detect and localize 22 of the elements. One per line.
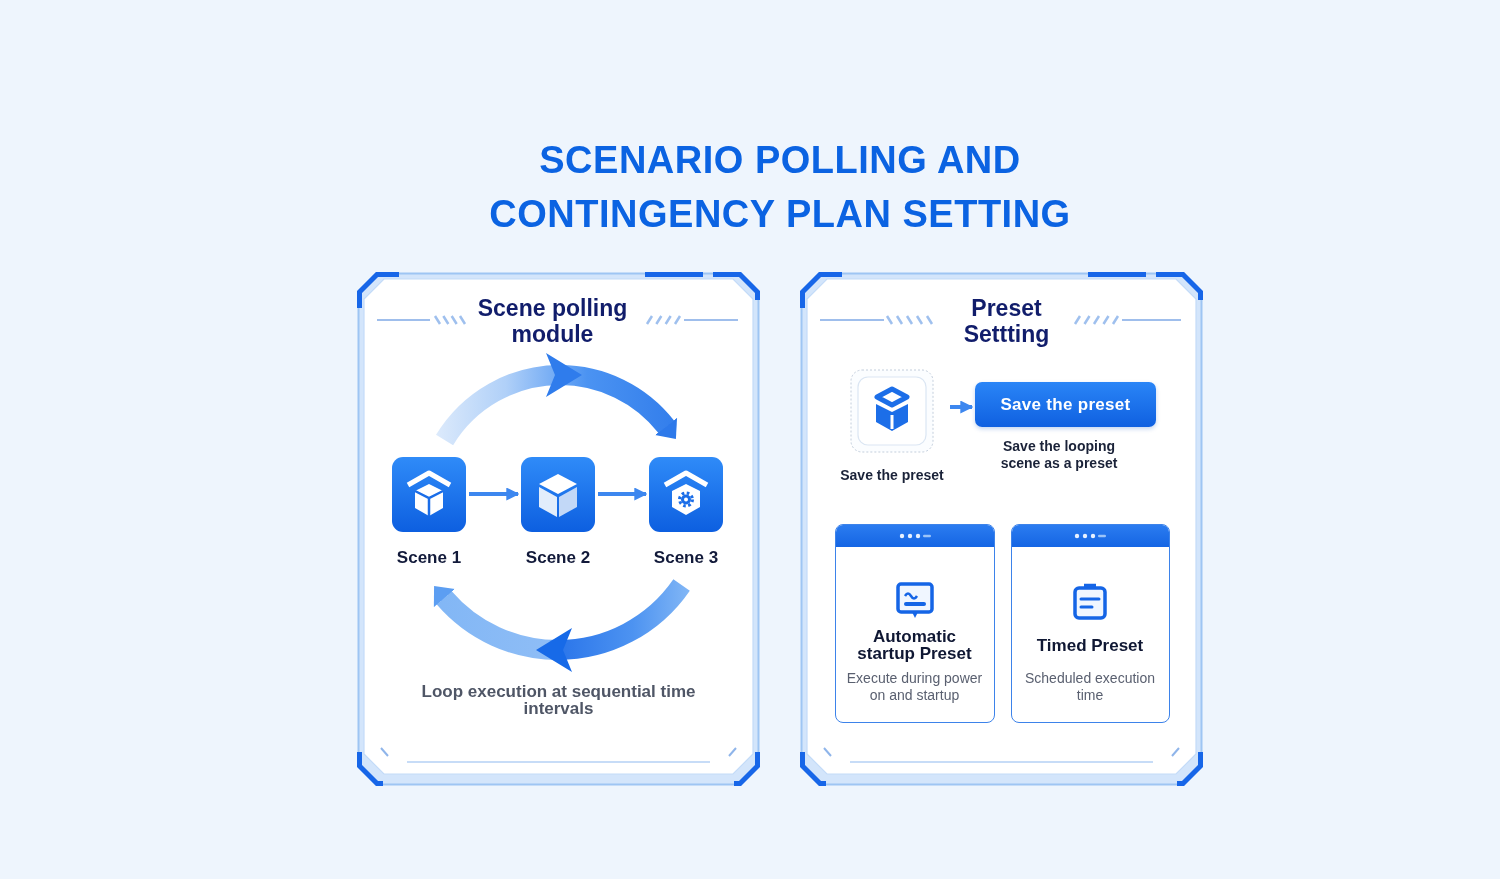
cycle-arrow [436,353,678,446]
preset-button: Save the preset [975,382,1156,427]
scene-label: Scene 2 [525,548,591,568]
preset-card [1011,524,1170,723]
scene-label: Scene 3 [653,548,719,568]
panel-caption: Loop execution at sequential time intervals [420,683,697,717]
arrow [598,487,648,501]
scene-label: Scene 1 [396,548,462,568]
panel-title: Preset Settting [962,295,1051,347]
arrow [469,487,520,501]
card-description: Execute during power on and startup [845,670,984,704]
content-panel [800,272,1203,786]
button-caption: Save the looping scene as a preset [999,438,1119,472]
panel-title: Scene polling module [476,295,629,347]
content-panel [357,272,760,786]
card-title: Automatic startup Preset [856,628,973,662]
preset-card [835,524,995,723]
card-description: Scheduled execution time [1024,670,1156,704]
arrow [950,400,974,414]
card-title: Timed Preset [1036,636,1144,654]
diagram-title: SCENARIO POLLING AND CONTINGENCY PLAN SETTING [488,138,1072,237]
icon-caption: Save the preset [840,467,944,483]
